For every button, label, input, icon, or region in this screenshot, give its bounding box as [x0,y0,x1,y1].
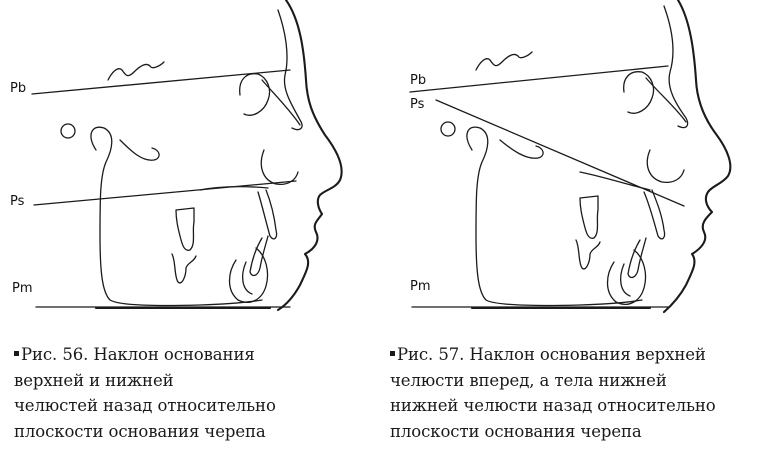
mandible-56 [90,126,263,307]
label-ps-57: Ps [410,97,425,112]
zygoma-57 [499,139,544,159]
label-pb-56: Pb [10,81,26,96]
figure-57-drawing: Pb Ps Pm [409,0,732,314]
maxilla-57 [646,149,685,184]
pb-plane-56 [31,69,291,95]
caption-57-line-4: плоскости основания черепа [390,421,642,441]
caption-57-line-1: Рис. 57. Наклон основания верхней [390,342,716,368]
nasal-bone-56 [277,9,303,131]
ps-plane-56 [33,180,297,206]
ear-rod-56 [60,123,76,139]
caption-56-line-1: Рис. 56. Наклон основания [14,342,276,368]
caption-56-line-4: плоскости основания черепа [14,421,266,441]
caption-56: Рис. 56. Наклон основания верхней и нижн… [14,342,276,444]
lower-incisor-56 [249,235,269,277]
caption-57: Рис. 57. Наклон основания верхней челюст… [390,342,716,444]
lower-incisor-57 [627,237,647,279]
symphysis-56 [228,247,269,303]
orbit-56 [239,73,271,116]
molar-56 [175,207,195,251]
sella-turcica-57 [475,51,533,71]
caption-56-line-2: верхней и нижней [14,370,174,390]
facial-profile-57 [662,0,732,314]
label-pm-56: Pm [12,281,33,296]
symphysis-inner-57 [619,263,631,297]
orbit-57 [623,71,655,114]
symphysis-57 [606,249,647,305]
bullet-icon [390,351,395,356]
orbit-rim-57 [645,77,687,123]
sella-turcica-56 [107,61,165,81]
nasal-bone-57 [663,5,689,129]
label-ps-56: Ps [10,194,25,209]
molar-root-57 [575,239,601,270]
ear-rod-57 [440,121,456,137]
caption-56-line-3: челюстей назад относительно [14,396,276,415]
orbit-rim-56 [261,79,301,126]
ps-plane-57 [435,99,685,207]
upper-incisor-56 [257,189,278,240]
caption-57-line-2: челюсти вперед, а тела нижней [390,370,667,390]
upper-incisor-57 [643,189,666,240]
symphysis-inner-56 [241,261,253,295]
caption-57-text-1: Рис. 57. Наклон основания верхней [397,345,706,364]
maxilla-56 [260,149,299,186]
bullet-icon [14,351,19,356]
facial-profile-56 [276,0,343,312]
molar-root-56 [171,253,197,284]
caption-56-text-1: Рис. 56. Наклон основания [21,345,255,364]
zygoma-56 [119,139,160,161]
label-pb-57: Pb [410,73,426,88]
caption-57-line-3: нижней челюсти назад относительно [390,396,716,415]
molar-57 [579,195,599,239]
pb-plane-57 [409,65,669,93]
figure-56-drawing: Pb Ps Pm [10,0,343,312]
mandible-57 [466,126,643,307]
label-pm-57: Pm [410,279,431,294]
